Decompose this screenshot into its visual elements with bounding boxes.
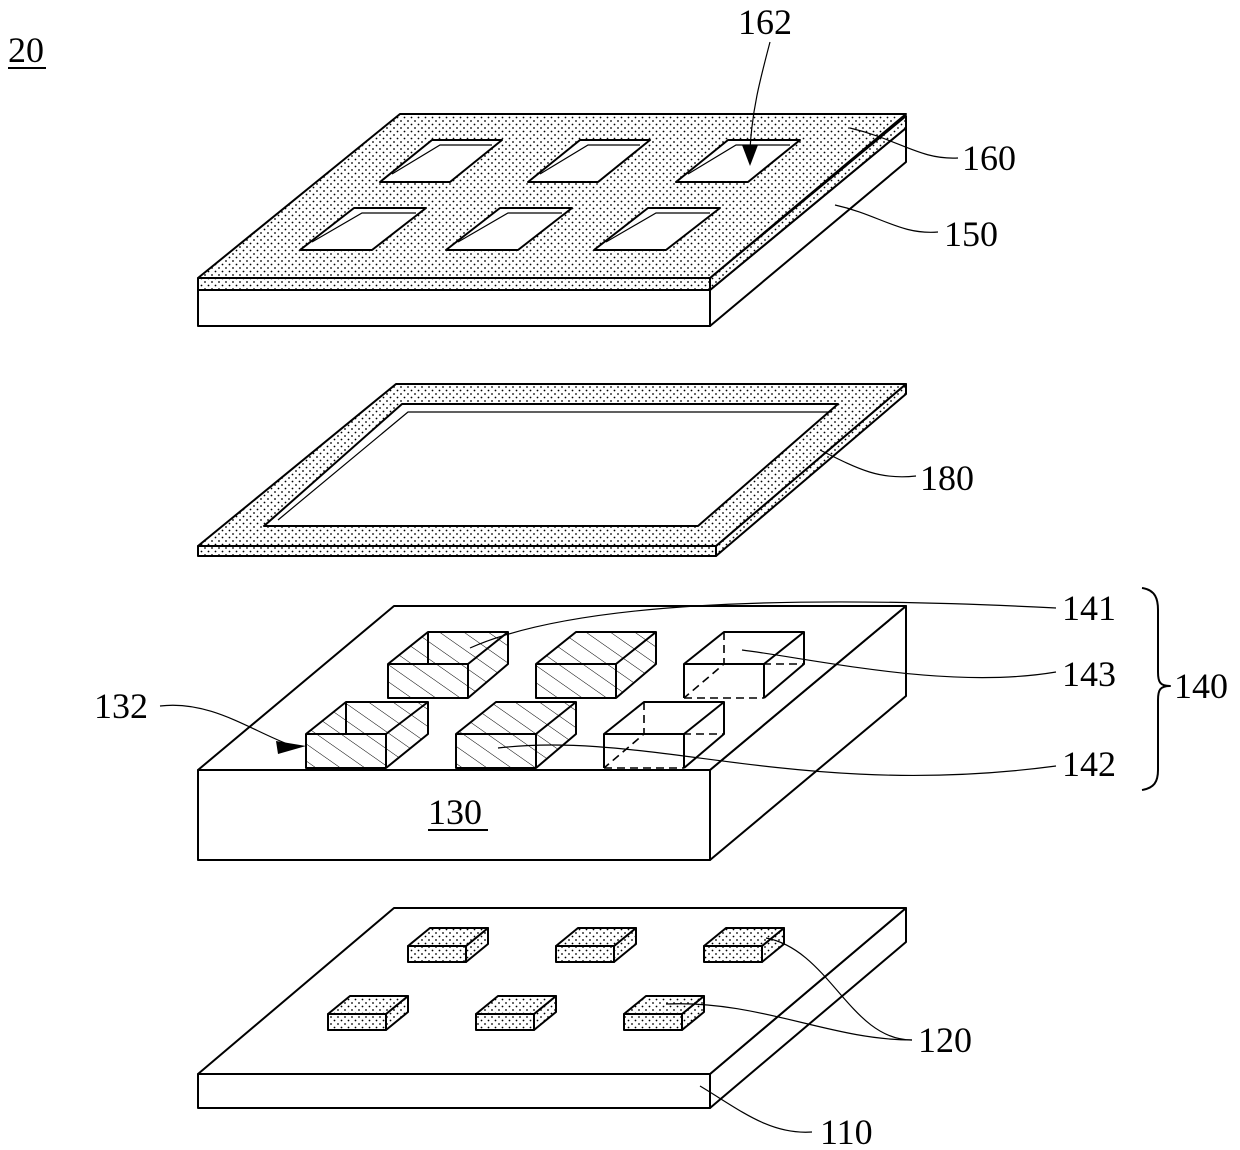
top-plate-150-160: [198, 114, 906, 326]
label-180: 180: [920, 458, 974, 498]
label-142: 142: [1062, 744, 1116, 784]
label-160: 160: [962, 138, 1016, 178]
label-143: 143: [1062, 654, 1116, 694]
label-130: 130: [428, 792, 482, 832]
cell-block-130: [198, 606, 906, 860]
frame-180: [198, 384, 906, 556]
label-110: 110: [820, 1112, 873, 1150]
label-132: 132: [94, 686, 148, 726]
label-140: 140: [1174, 666, 1228, 706]
label-120: 120: [918, 1020, 972, 1060]
label-150: 150: [944, 214, 998, 254]
label-141: 141: [1062, 588, 1116, 628]
label-162: 162: [738, 2, 792, 42]
bracket-140: [1142, 588, 1170, 790]
figure-number: 20: [8, 30, 44, 70]
